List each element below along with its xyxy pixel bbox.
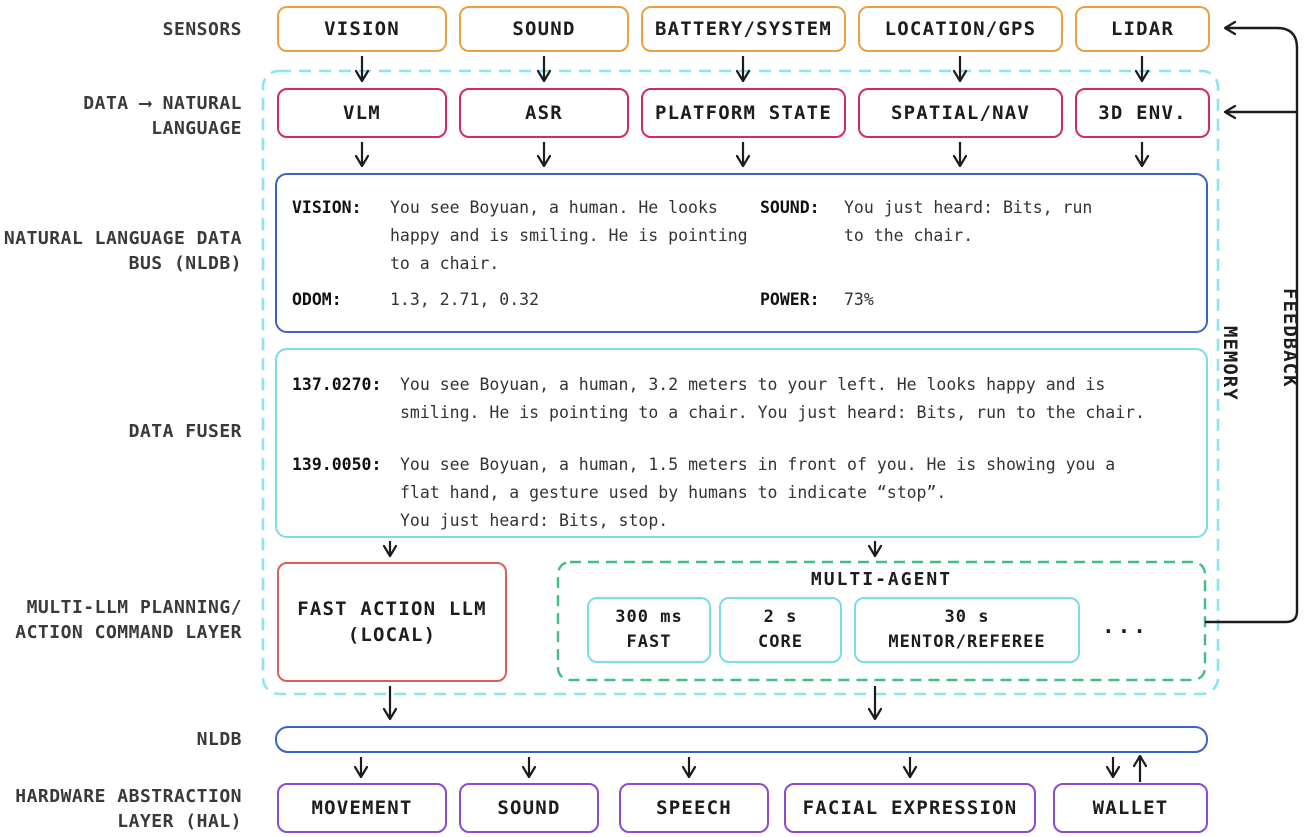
sensor-box-sound: SOUND — [459, 6, 629, 52]
nldb-sound-value: You just heard: Bits, run to the chair. — [844, 198, 1103, 245]
converter-box-platform-state: PLATFORM STATE — [641, 88, 846, 138]
memory-label: MEMORY — [1219, 326, 1241, 401]
sensor-box-location-gps: LOCATION/GPS — [858, 6, 1063, 52]
converter-box-3d-env: 3D ENV. — [1075, 88, 1210, 138]
hal-box-sound: SOUND — [459, 783, 599, 833]
nldb-sound-key: SOUND: — [760, 198, 820, 217]
agent-box-fast: 300 ms FAST — [587, 597, 711, 663]
nldb-bar-label: NLDB — [196, 729, 242, 750]
hal-label: HARDWARE ABSTRACTION LAYER (HAL) — [15, 786, 242, 832]
fuser-entry-1-timestamp: 137.0270: — [292, 375, 382, 394]
nldb-odom-key: ODOM: — [292, 290, 342, 309]
nldb-bus-box — [275, 173, 1208, 333]
data-to-natural-language-label: DATA ⟶ NATURAL LANGUAGE — [83, 93, 242, 139]
sensor-box-battery-system: BATTERY/SYSTEM — [641, 6, 846, 52]
multi-agent-title: MULTI-AGENT — [810, 569, 953, 590]
sensor-box-vision: VISION — [277, 6, 447, 52]
hal-box-speech: SPEECH — [619, 783, 769, 833]
converter-box-vlm: VLM — [277, 88, 447, 138]
nldb-vision-value: You see Boyuan, a human. He looks happy … — [390, 198, 758, 273]
nldb-bar — [275, 726, 1208, 753]
fuser-entry-2-timestamp: 139.0050: — [292, 455, 382, 474]
agent-box-mentor-referee: 30 s MENTOR/REFEREE — [854, 597, 1080, 663]
nldb-power-value: 73% — [844, 290, 874, 309]
fuser-entry-1: 137.0270: You see Boyuan, a human, 3.2 m… — [292, 371, 1172, 427]
fuser-entry-2-text: You see Boyuan, a human, 1.5 meters in f… — [400, 455, 1116, 530]
hal-box-wallet: WALLET — [1053, 783, 1208, 833]
converter-box-asr: ASR — [459, 88, 629, 138]
data-fuser-box — [275, 348, 1208, 538]
sensors-row-label: SENSORS — [162, 19, 242, 40]
nldb-power-key: POWER: — [760, 290, 820, 309]
nldb-odom-entry: ODOM: 1.3, 2.71, 0.32 — [292, 286, 772, 314]
multi-llm-planning-label: MULTI-LLM PLANNING/ ACTION COMMAND LAYER — [15, 597, 242, 643]
nldb-vision-entry: VISION: You see Boyuan, a human. He look… — [292, 194, 772, 278]
sensor-box-lidar: LIDAR — [1075, 6, 1210, 52]
nldb-odom-value: 1.3, 2.71, 0.32 — [390, 290, 540, 309]
converter-box-spatial-nav: SPATIAL/NAV — [858, 88, 1063, 138]
hal-box-facial-expression: FACIAL EXPRESSION — [784, 783, 1036, 833]
fuser-entry-2: 139.0050: You see Boyuan, a human, 1.5 m… — [292, 451, 1172, 535]
data-fuser-label: DATA FUSER — [128, 421, 242, 442]
nldb-power-entry: POWER: 73% — [760, 286, 1120, 314]
nldb-vision-key: VISION: — [292, 198, 362, 217]
fast-action-llm-box: FAST ACTION LLM (LOCAL) — [277, 562, 507, 682]
hal-box-movement: MOVEMENT — [277, 783, 447, 833]
nldb-sound-entry: SOUND: You just heard: Bits, run to the … — [760, 194, 1120, 250]
more-agents-ellipsis: ... — [1102, 614, 1149, 638]
feedback-label: FEEDBACK — [1279, 288, 1301, 388]
nldb-bus-label: NATURAL LANGUAGE DATA BUS (NLDB) — [3, 228, 242, 274]
feedback-line-to-lidar — [1205, 20, 1299, 624]
agent-box-core: 2 s CORE — [719, 597, 842, 663]
fuser-entry-1-text: You see Boyuan, a human, 3.2 meters to y… — [400, 375, 1146, 422]
